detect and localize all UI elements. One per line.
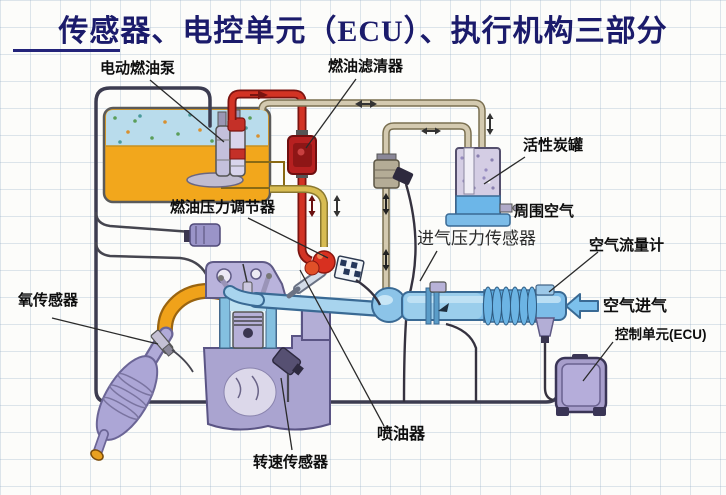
wire-harness-bus <box>94 86 559 404</box>
fuel-supply-pipe <box>227 89 313 266</box>
leader-pressure-regulator <box>247 217 329 259</box>
pressure-regulator-unit <box>304 250 336 276</box>
page-title: 传感器、电控单元（ECU）、执行机构三部分 <box>58 15 668 48</box>
fuel-tank <box>102 106 285 204</box>
speed-sensor-unit <box>272 347 304 402</box>
map-sensor-unit <box>429 281 447 293</box>
intake-system <box>223 281 567 343</box>
fuel-filter-unit <box>287 130 317 178</box>
crankcase-window <box>223 367 277 417</box>
label-fuel-pump: 电动燃油泵 <box>100 60 176 77</box>
title-underline <box>13 49 120 52</box>
label-ambient-air: 周围空气 <box>514 203 575 220</box>
leader-ecu <box>582 341 614 382</box>
knock-sensor-unit <box>184 223 221 247</box>
label-carbon-canister: 活性炭罐 <box>523 137 584 154</box>
vapor-pipe-tank-to-canister <box>258 99 486 150</box>
carbon-canister-unit <box>445 147 520 227</box>
air-intake-arrow <box>565 293 599 319</box>
engine-block <box>202 261 331 431</box>
leader-carbon-canister <box>483 156 526 185</box>
ecu-unit <box>554 354 608 416</box>
cylinder-piston <box>219 297 277 349</box>
tailpipe-tip <box>90 449 104 461</box>
bellows <box>483 286 537 326</box>
fuel-pickup-strainer <box>186 172 244 188</box>
leader-o2-sensor <box>51 317 159 345</box>
leader-rpm-sensor <box>280 377 293 451</box>
injector-unit <box>286 267 327 299</box>
leader-map-sensor <box>419 250 438 282</box>
spark-plug-wire <box>242 263 248 283</box>
label-o2-sensor: 氧传感器 <box>18 292 79 309</box>
o2-sensor-unit <box>150 329 176 357</box>
arrow-vapor-b <box>421 127 441 135</box>
leader-fuel-filter <box>305 78 357 149</box>
wire-air-flow-meter <box>543 343 554 402</box>
leader-air-flow-meter <box>548 251 599 293</box>
injector-connector-box <box>333 255 365 284</box>
air-flow-meter-unit <box>535 284 555 343</box>
leader-lines <box>51 78 614 451</box>
label-pressure-regulator: 燃油压力调节器 <box>170 199 276 216</box>
leader-injector <box>299 269 385 427</box>
label-air-flow-meter: 空气流量计 <box>589 237 665 254</box>
fuel-return-pipe <box>270 185 328 247</box>
label-air-intake: 空气进气 <box>603 298 668 315</box>
airflow-direction-arrow <box>438 303 449 312</box>
throttle-body <box>371 287 407 323</box>
wire-o2-sensor <box>171 349 194 373</box>
label-injector: 喷油器 <box>377 426 426 443</box>
flow-arrows <box>250 90 494 271</box>
wire-injector <box>355 279 382 306</box>
arrow-canister-vertical <box>486 113 494 135</box>
leader-fuel-pump <box>149 79 225 143</box>
label-ecu: 控制单元(ECU) <box>615 327 707 342</box>
wire-knock-sensor <box>94 211 193 234</box>
label-rpm-sensor: 转速传感器 <box>253 454 329 471</box>
fuel-pump-unit <box>215 109 246 177</box>
purge-valve-unit <box>373 153 414 189</box>
label-map-sensor: 进气压力传感器 <box>417 229 536 248</box>
label-fuel-filter: 燃油滤清器 <box>328 58 404 75</box>
wire-duct-sensor <box>445 322 478 402</box>
arrow-vapor-right <box>355 100 377 108</box>
wire-engine-left <box>94 241 216 289</box>
